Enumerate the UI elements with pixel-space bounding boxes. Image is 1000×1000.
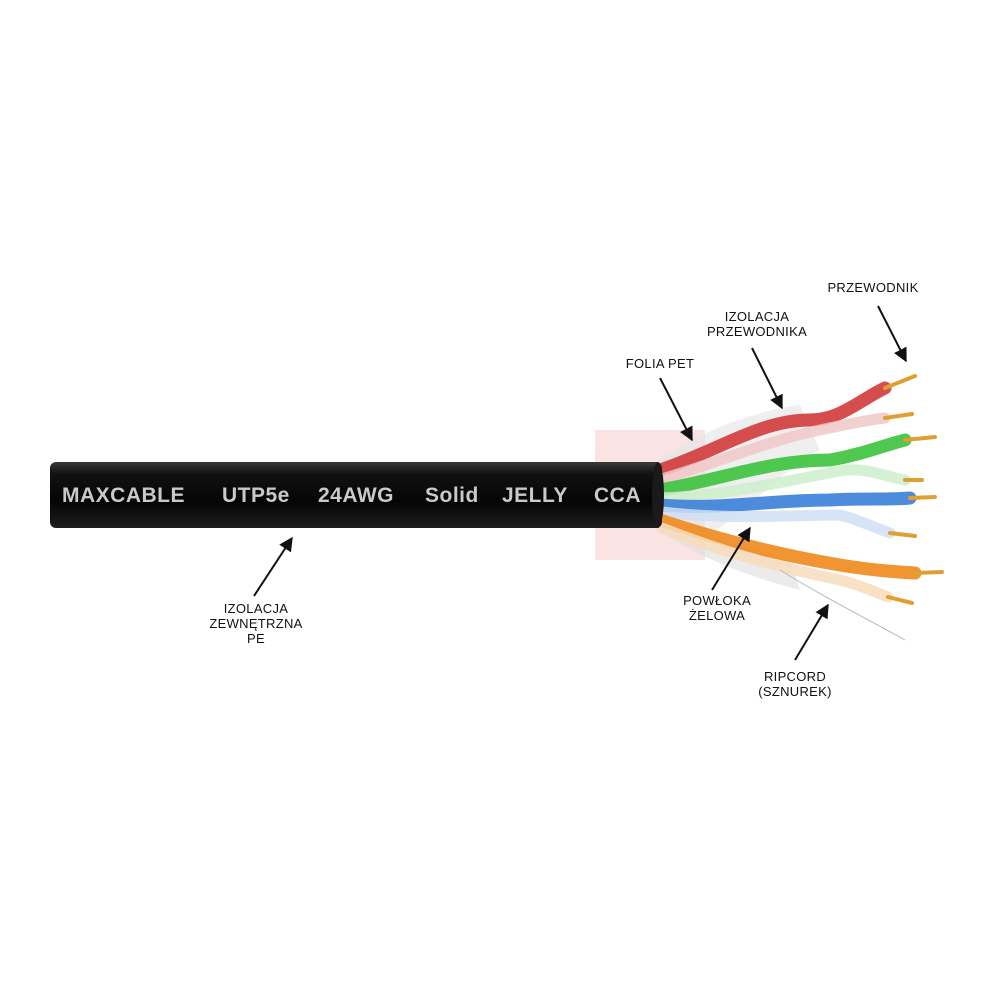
twisted-pair-orange xyxy=(653,513,944,605)
label-izolacja-przewodnika: IZOLACJA PRZEWODNIKA xyxy=(692,309,822,339)
label-ripcord: RIPCORD (SZNUREK) xyxy=(740,669,850,699)
wire-green-a xyxy=(653,433,912,497)
cable-print: MAXCABLE UTP5e 24AWG Solid JELLY CCA xyxy=(62,484,641,507)
twisted-pair-green xyxy=(653,433,937,504)
wire-blue-a xyxy=(653,491,917,513)
label-line: ŻELOWA xyxy=(688,608,746,623)
label-powloka-zelowa: POWŁOKA ŻELOWA xyxy=(662,593,772,623)
conductor xyxy=(883,412,914,420)
arrow-powloka-zelowa xyxy=(711,526,751,591)
label-line: IZOLACJA xyxy=(724,309,790,324)
twisted-pair-blue xyxy=(653,491,937,539)
label-line: FOLIA PET xyxy=(625,356,695,371)
label-line: IZOLACJA xyxy=(223,601,289,616)
cable-print-word: CCA xyxy=(594,484,641,507)
wire-orange-b xyxy=(656,522,894,603)
cable-print-word: UTP5e xyxy=(222,484,290,507)
wire-red-a xyxy=(653,381,892,477)
cable-print-word: 24AWG xyxy=(318,484,394,507)
conductor xyxy=(888,531,917,538)
jacket-end xyxy=(652,462,664,528)
label-line: ZEWNĘTRZNA xyxy=(209,616,303,631)
arrow-izolacja-zewnetrzna xyxy=(253,536,293,597)
conductor xyxy=(886,595,914,605)
cable-print-word: JELLY xyxy=(502,484,568,507)
arrow-przewodnik xyxy=(877,305,907,363)
cable-print-word: Solid xyxy=(425,484,479,507)
ripcord-string xyxy=(779,569,906,641)
cable-print-word: MAXCABLE xyxy=(62,484,185,507)
cable-jacket xyxy=(50,462,662,528)
arrow-ripcord xyxy=(794,603,829,661)
arrow-folia-pet xyxy=(659,377,693,442)
twisted-pair-red xyxy=(653,374,917,484)
label-folia-pet: FOLIA PET xyxy=(605,356,715,371)
label-line: RIPCORD xyxy=(763,669,827,684)
wire-orange-a xyxy=(653,513,922,580)
wire-red-b xyxy=(659,412,891,484)
label-line: PRZEWODNIK xyxy=(827,280,919,295)
wire-green-b xyxy=(656,464,911,504)
conductor xyxy=(883,374,917,390)
label-line: POWŁOKA xyxy=(683,593,751,608)
wire-blue-b xyxy=(656,506,896,539)
conductor xyxy=(903,435,937,442)
arrow-izolacja-przewodnika xyxy=(751,347,783,410)
label-izolacja-zewnetrzna: IZOLACJA ZEWNĘTRZNA PE xyxy=(196,601,316,646)
conductor xyxy=(908,495,937,500)
label-przewodnik: PRZEWODNIK xyxy=(818,280,928,295)
conductor xyxy=(913,570,944,575)
label-line: PRZEWODNIKA xyxy=(706,324,808,339)
label-line: (SZNUREK) xyxy=(758,684,832,699)
label-line: PE xyxy=(247,631,265,646)
